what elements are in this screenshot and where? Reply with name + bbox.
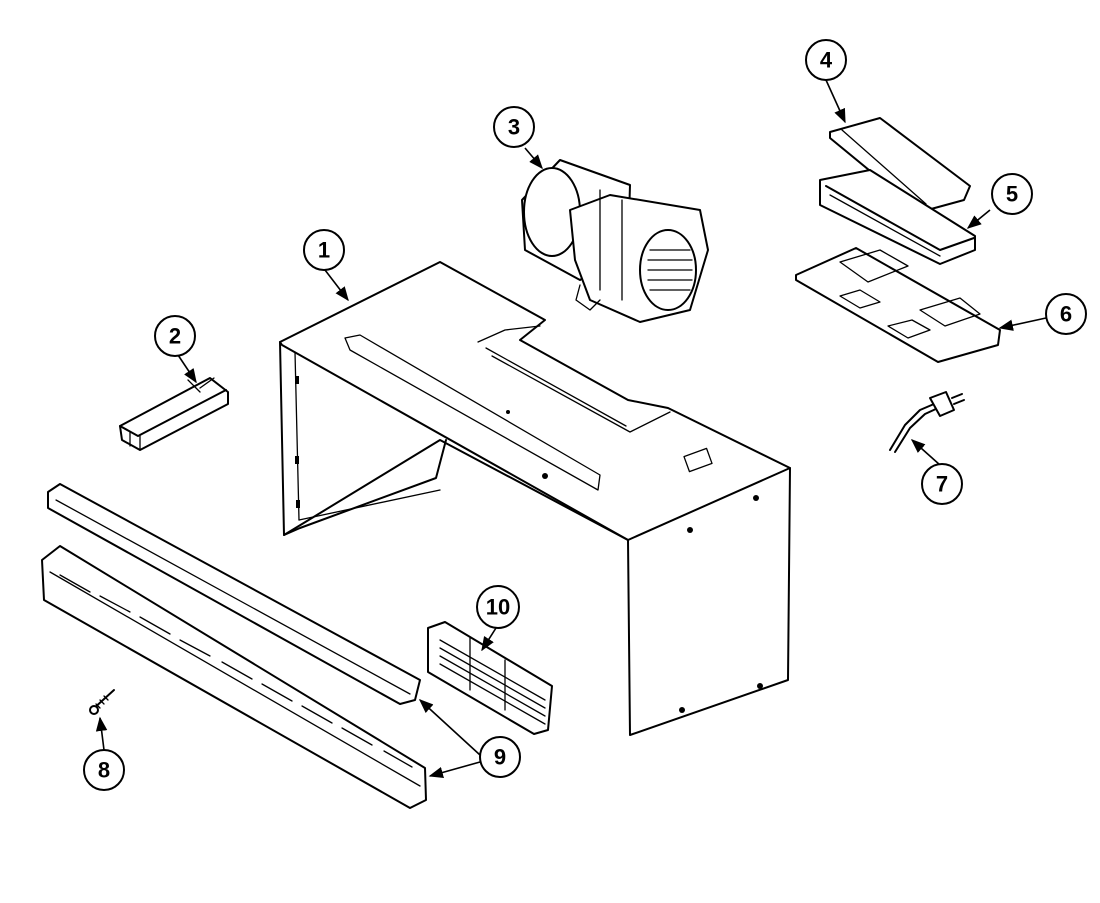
callout-2: 2 [154, 315, 196, 357]
callout-5-label: 5 [1006, 182, 1018, 207]
callout-5: 5 [991, 173, 1033, 215]
callout-3-label: 3 [508, 115, 520, 140]
part-1-cabinet [279, 261, 791, 736]
part-10-vent [427, 621, 553, 735]
callout-8: 8 [83, 749, 125, 791]
callout-10: 10 [476, 585, 520, 629]
callout-9-label: 9 [494, 745, 506, 770]
part-6-plate [795, 247, 1001, 363]
callout-4-label: 4 [820, 48, 833, 73]
callout-6-label: 6 [1060, 302, 1072, 327]
part-3-blower [521, 159, 709, 323]
leader-lines [95, 79, 1047, 779]
callout-2-label: 2 [169, 324, 181, 349]
part-4-cover [829, 117, 971, 213]
callout-4: 4 [805, 39, 847, 81]
callout-1: 1 [303, 229, 345, 271]
part-8-screw [89, 689, 115, 715]
callout-1-label: 1 [318, 238, 330, 263]
part-2-bracket [119, 377, 229, 451]
callout-7-label: 7 [936, 472, 948, 497]
part-9-grille [41, 483, 427, 809]
callout-3: 3 [493, 106, 535, 148]
callout-9: 9 [479, 736, 521, 778]
part-5-tray [819, 169, 976, 265]
callout-8-label: 8 [98, 758, 110, 783]
callout-7: 7 [921, 463, 963, 505]
callout-10-label: 10 [486, 595, 510, 620]
callout-6: 6 [1045, 293, 1087, 335]
part-7-power-cord [889, 391, 965, 453]
